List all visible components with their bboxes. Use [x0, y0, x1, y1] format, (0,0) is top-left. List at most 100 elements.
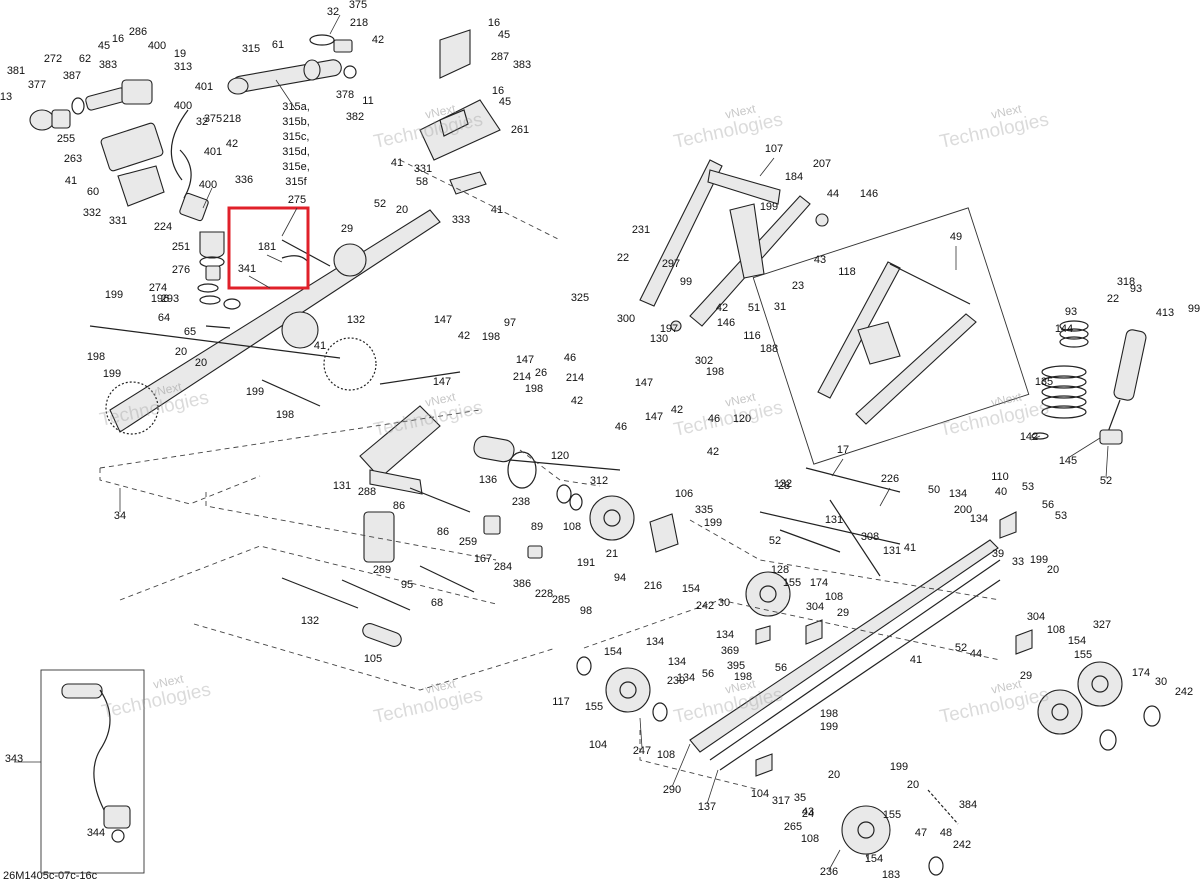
- watermark-line-1: vNext: [150, 379, 184, 399]
- callout-label: 198: [525, 383, 543, 395]
- drawing-slide-rails: [576, 467, 1161, 876]
- callout-label: 183: [882, 869, 900, 881]
- callout-label: 16: [492, 85, 504, 97]
- callout-label: 286: [129, 26, 147, 38]
- callout-label: 116: [743, 330, 761, 342]
- callout-label: 29: [837, 607, 849, 619]
- callout-label: 61: [272, 39, 284, 51]
- callout-label: 199: [820, 721, 838, 733]
- callout-label: 383: [99, 59, 117, 71]
- callout-label: 375: [349, 0, 367, 11]
- callout-label: 134: [716, 629, 734, 641]
- leader-line: [1067, 437, 1101, 459]
- drawing-front-adjuster: [29, 79, 241, 310]
- callout-label: 251: [172, 241, 190, 253]
- callout-label: 259: [459, 536, 477, 548]
- leader-line: [329, 14, 341, 35]
- callout-label: 20: [195, 357, 207, 369]
- callout-label: 56: [775, 662, 787, 674]
- callout-label: 11: [362, 95, 373, 107]
- callout-label: 304: [1027, 611, 1045, 623]
- callout-label: 199: [1030, 554, 1048, 566]
- callout-label: 43: [802, 806, 814, 818]
- callout-label: 147: [433, 376, 451, 388]
- callout-label: 16: [112, 33, 124, 45]
- callout-label: 198: [482, 331, 500, 343]
- callout-label: 263: [64, 153, 82, 165]
- watermark-line-1: vNext: [424, 389, 458, 409]
- callout-label: 99: [1188, 303, 1200, 315]
- watermark-line-1: vNext: [724, 676, 758, 696]
- callout-label: 242: [696, 600, 714, 612]
- callout-label: 199: [760, 201, 778, 213]
- callout-label: 155: [1074, 649, 1092, 661]
- callout-label: 147: [635, 377, 653, 389]
- callout-label: 42: [707, 446, 719, 458]
- callout-label: 304: [806, 601, 824, 613]
- callout-label: 134: [668, 656, 686, 668]
- callout-label: 32: [196, 116, 208, 128]
- callout-label: 20: [828, 769, 840, 781]
- callout-label: 86: [393, 500, 405, 512]
- callout-label: 28: [778, 480, 790, 492]
- callout-label: 313: [174, 61, 192, 73]
- callout-label: 20: [396, 204, 408, 216]
- watermark-line-1: vNext: [724, 389, 758, 409]
- callout-label: 302: [695, 355, 713, 367]
- callout-label: 134: [949, 488, 967, 500]
- callout-label: 265: [784, 821, 802, 833]
- callout-label: 174: [1132, 667, 1150, 679]
- callout-label: 308: [861, 531, 879, 543]
- callout-label: 181: [258, 241, 276, 253]
- callout-label: 144: [1055, 323, 1073, 335]
- callout-label: 44: [970, 648, 982, 660]
- callout-label: 318: [1117, 276, 1135, 288]
- callout-label: 275: [288, 194, 306, 206]
- callout-label: 336: [235, 174, 253, 186]
- callout-label: 147: [434, 314, 452, 326]
- callout-label: 46: [708, 413, 720, 425]
- callout-label: 33: [1012, 556, 1024, 568]
- leader-line: [828, 849, 841, 871]
- callout-label: 58: [416, 176, 428, 188]
- callout-label: 106: [675, 488, 693, 500]
- callout-label: 242: [953, 839, 971, 851]
- callout-label: 341: [238, 263, 256, 275]
- callout-label: 68: [431, 597, 443, 609]
- callout-label: 288: [358, 486, 376, 498]
- callout-label: 44: [827, 188, 839, 200]
- callout-label: 60: [87, 186, 99, 198]
- callout-label: 377: [28, 79, 46, 91]
- callout-label: 226: [881, 473, 899, 485]
- callout-label: 104: [751, 788, 769, 800]
- callout-label: 132: [301, 615, 319, 627]
- drawing-shock-absorber-315: [227, 34, 357, 95]
- callout-label: 45: [98, 40, 110, 52]
- callout-label: 154: [865, 853, 883, 865]
- drawing-rear-arm-318: [817, 261, 977, 425]
- callout-label: 52: [955, 642, 967, 654]
- callout-label: 191: [577, 557, 595, 569]
- callout-label: 46: [615, 421, 627, 433]
- callout-label: 43: [814, 254, 826, 266]
- frame-box-343: [40, 669, 145, 874]
- callout-label: 105: [364, 653, 382, 665]
- callout-label: 315b,: [282, 116, 310, 128]
- callout-label: 315c,: [283, 131, 310, 143]
- callout-label: 198: [87, 351, 105, 363]
- callout-label: 242: [1175, 686, 1193, 698]
- leader-line: [202, 187, 213, 209]
- callout-label: 52: [374, 198, 386, 210]
- callout-label: 184: [785, 171, 803, 183]
- callout-label: 387: [63, 70, 81, 82]
- callout-label: 108: [825, 591, 843, 603]
- leader-line: [879, 487, 891, 507]
- callout-label: 130: [650, 333, 668, 345]
- watermark-line-1: vNext: [724, 101, 758, 121]
- callout-label: 32: [327, 6, 339, 18]
- callout-label: 331: [414, 163, 432, 175]
- callout-label: 230: [667, 675, 685, 687]
